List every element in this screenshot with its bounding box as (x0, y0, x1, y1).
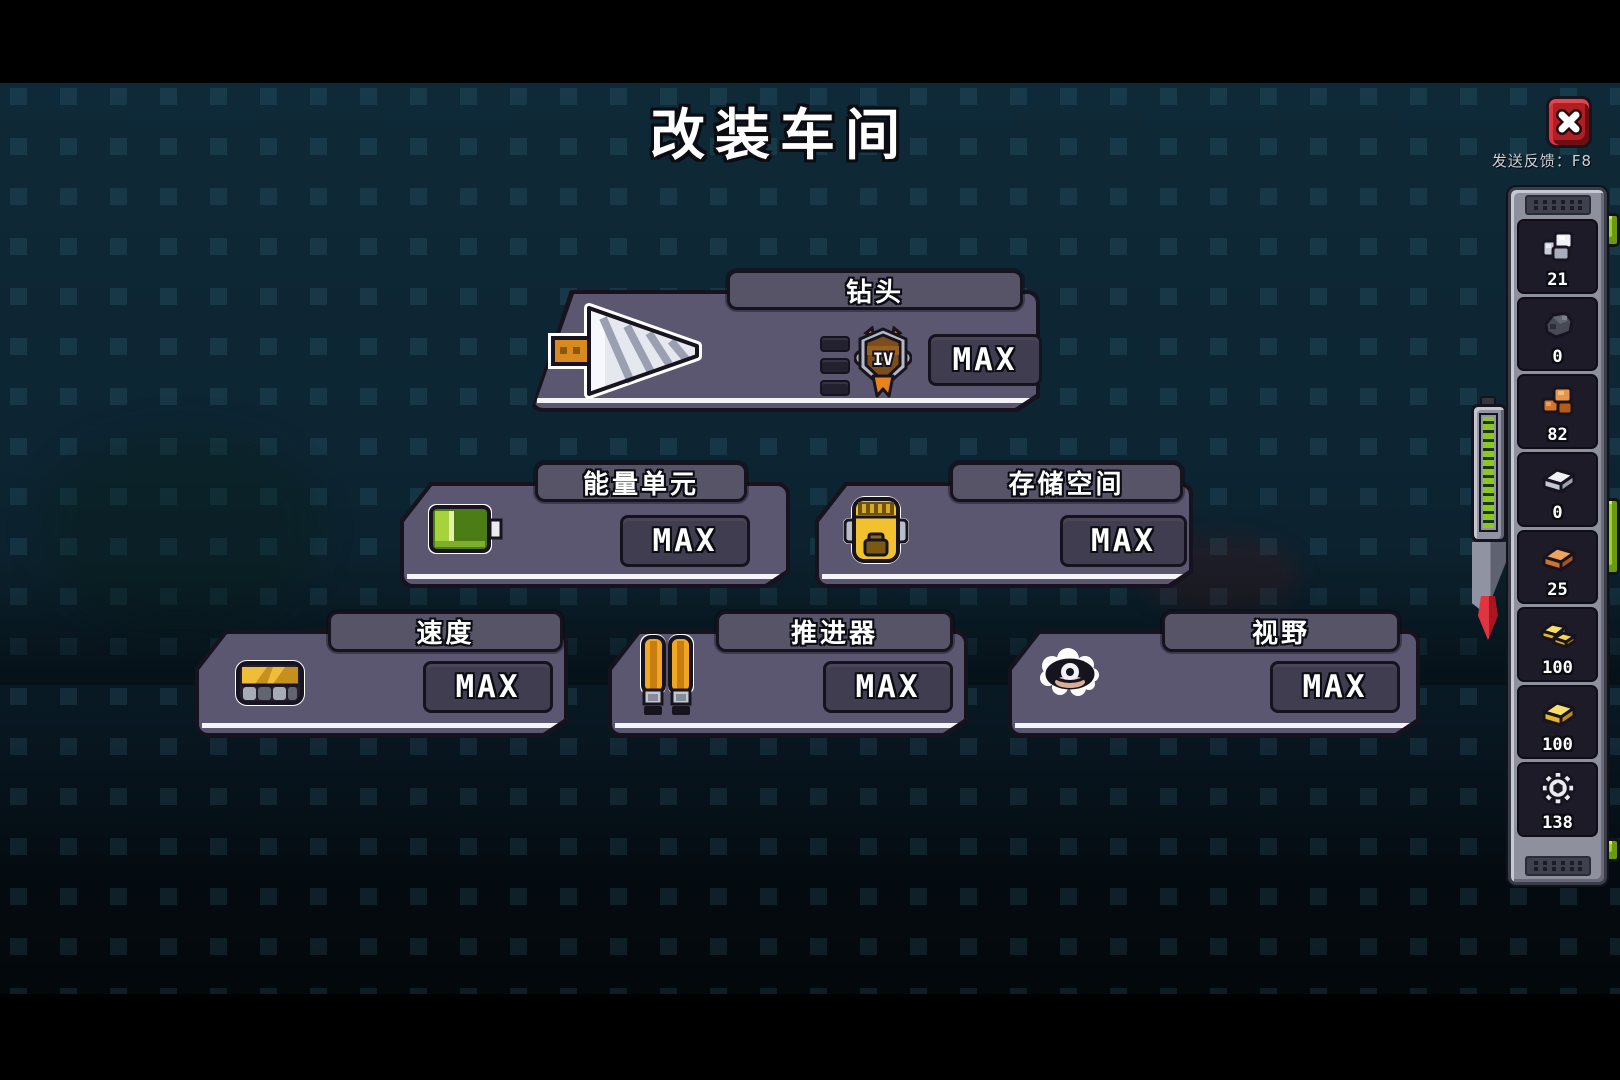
resource-count: 0 (1552, 502, 1563, 523)
panel-bottom-highlight (822, 574, 1186, 579)
gauge-red-tip (1478, 596, 1498, 640)
resource-count: 21 (1547, 269, 1568, 290)
close-icon (1556, 109, 1582, 135)
eye-icon (1040, 648, 1099, 696)
drill-max-button[interactable]: MAX (928, 334, 1042, 386)
copper-ore-icon (1541, 386, 1573, 416)
energy-max-button[interactable]: MAX (620, 515, 750, 567)
iron-ingot-icon (1542, 468, 1575, 494)
resource-count: 138 (1542, 813, 1573, 833)
resource-slot-copper-ore: 82 (1517, 374, 1598, 449)
upgrade-tab-drill: 钻头 (727, 270, 1023, 310)
upgrade-tab-storage: 存储空间 (950, 462, 1183, 502)
upgrade-label: 推进器 (790, 619, 878, 649)
copper-ingot-icon (1542, 546, 1575, 571)
panel-bottom-highlight (202, 723, 561, 728)
panel-bottom-highlight (1015, 723, 1413, 728)
upgrade-label: 视野 (1251, 619, 1310, 649)
upgrade-panel-drill: IV MAX (530, 290, 1042, 412)
resource-count: 25 (1547, 580, 1568, 601)
upgrade-tab-energy: 能量单元 (535, 462, 747, 502)
panel-bottom-highlight (537, 398, 1033, 403)
resource-slot-iron-ingot: 0 (1517, 451, 1598, 527)
battery-icon (428, 504, 503, 554)
upgrade-label: 钻头 (845, 277, 904, 308)
level-badge-icon: IV (854, 326, 912, 398)
drill-icon (548, 303, 702, 399)
letterbox-bottom (0, 994, 1620, 1080)
sidebar-frame: 21 0 (1508, 187, 1607, 885)
vent-plate-top (1524, 195, 1591, 215)
upgrade-tab-thruster: 推进器 (716, 611, 953, 652)
tracks-icon (235, 660, 305, 706)
gear-icon (1539, 770, 1576, 807)
resource-slot-coal: 0 (1517, 296, 1598, 372)
storage-max-button[interactable]: MAX (1060, 515, 1187, 567)
resource-count: 82 (1547, 424, 1568, 445)
upgrade-label: 存储空间 (1008, 469, 1125, 500)
panel-bottom-highlight (615, 723, 961, 728)
fuel-gauge (1471, 396, 1507, 644)
thruster-max-button[interactable]: MAX (823, 661, 953, 713)
gold-ore-icon (1540, 622, 1576, 649)
vent-plate-bottom (1524, 856, 1591, 876)
upgrade-tab-speed: 速度 (328, 611, 563, 652)
feedback-hint: 发送反馈：F8 (1491, 152, 1592, 170)
page-title: 改装车间 (649, 103, 910, 167)
gold-ingot-icon (1542, 701, 1575, 727)
upgrade-label: 能量单元 (582, 469, 699, 500)
vent-dots (1533, 861, 1582, 871)
resource-slot-gold-ore: 100 (1517, 607, 1598, 682)
vision-max-button[interactable]: MAX (1270, 661, 1400, 713)
panel-bottom-highlight (407, 574, 783, 579)
upgrade-tab-vision: 视野 (1162, 611, 1400, 652)
level-dots (820, 336, 850, 396)
resource-count: 100 (1542, 657, 1573, 678)
upgrade-panel-energy: MAX (400, 482, 790, 588)
gauge-bars (1479, 413, 1498, 532)
backpack-icon (843, 496, 909, 564)
resource-slot-stone-ore: 21 (1517, 219, 1598, 294)
stone-ore-icon (1541, 231, 1573, 262)
resource-slot-copper-ingot: 25 (1517, 529, 1598, 605)
resource-sidebar: 21 0 (1508, 187, 1620, 885)
close-button[interactable] (1546, 96, 1592, 148)
speed-max-button[interactable]: MAX (423, 661, 553, 713)
resource-slot-gear-scrap: 138 (1517, 762, 1598, 837)
level-badge-text: IV (873, 350, 893, 370)
coal-icon (1544, 311, 1573, 339)
letterbox-top (0, 0, 1620, 83)
upgrade-label: 速度 (416, 619, 475, 649)
background-silhouette (40, 430, 320, 630)
resource-slot-list: 21 0 (1517, 219, 1598, 837)
thruster-icon (640, 634, 694, 715)
resource-slot-gold-ingot: 100 (1517, 684, 1598, 760)
vent-dots (1533, 200, 1582, 210)
resource-count: 0 (1552, 347, 1563, 368)
resource-count: 100 (1542, 735, 1573, 756)
